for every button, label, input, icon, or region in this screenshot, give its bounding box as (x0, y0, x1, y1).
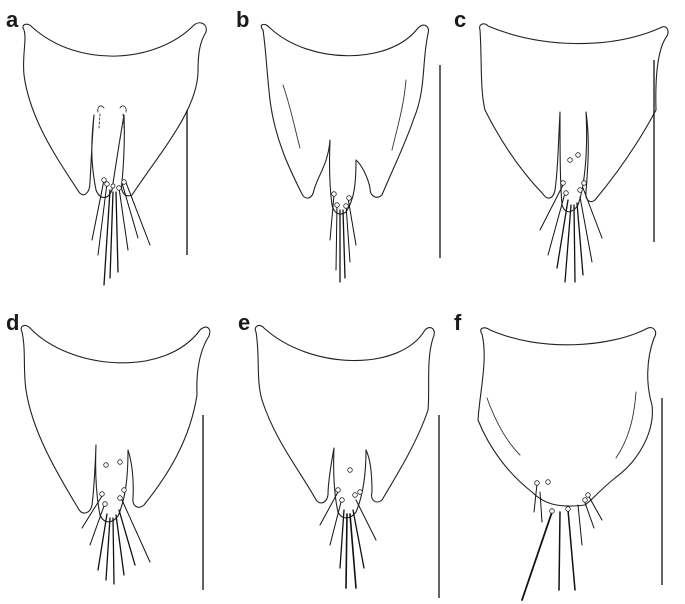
panel-label-d: d (6, 310, 19, 335)
seta-socket (104, 181, 110, 187)
inner-line-right (615, 391, 637, 459)
seta-socket (357, 489, 363, 495)
seta-socket (102, 501, 108, 507)
seta-socket (545, 479, 551, 485)
panel-a: a (6, 7, 207, 286)
seta-socket (575, 152, 581, 158)
segment-outline (254, 324, 435, 519)
segment-outline (260, 23, 429, 215)
seta-socket (343, 203, 349, 209)
segment-outline (22, 22, 207, 199)
inner-line-left (486, 397, 521, 456)
setae-group (539, 152, 603, 283)
setae-group (91, 177, 151, 286)
seta-socket (339, 497, 345, 503)
segment-outline (477, 327, 657, 507)
inner-dashed-right (122, 113, 125, 129)
inner-dashed-left (98, 113, 101, 129)
seta-socket (563, 190, 569, 196)
panel-label-c: c (454, 7, 466, 32)
panel-e: e (238, 310, 440, 598)
setae-group (319, 467, 377, 589)
seta-socket (549, 508, 555, 514)
seta-socket (582, 497, 588, 503)
seta-socket (560, 180, 566, 186)
seta-socket (567, 157, 573, 163)
seta-socket (565, 506, 571, 512)
panel-d: d (6, 310, 211, 590)
panel-f: f (454, 310, 663, 601)
panel-label-f: f (454, 310, 462, 335)
seta-socket (117, 495, 123, 501)
seta-socket (110, 183, 116, 189)
seta-socket (346, 195, 352, 201)
setae-group (329, 191, 357, 283)
panel-b: b (236, 7, 441, 283)
seta-socket (352, 492, 358, 498)
seta-socket (577, 187, 583, 193)
setae-group (521, 479, 603, 601)
seta-socket (121, 487, 127, 493)
panel-label-b: b (236, 7, 249, 32)
segment-outline (20, 324, 211, 523)
panel-c: c (454, 7, 669, 283)
seta-socket (585, 492, 591, 498)
setae-group (81, 459, 151, 585)
inner-hook-left (97, 105, 105, 113)
inner-hook-right (119, 105, 127, 113)
seta-socket (347, 467, 353, 473)
seta-socket (103, 462, 109, 468)
seta-socket (334, 202, 340, 208)
inner-line-right (391, 79, 407, 151)
seta-socket (117, 459, 123, 465)
seta-socket (534, 480, 540, 486)
seta-socket (331, 191, 337, 197)
seta-socket (101, 177, 107, 183)
panel-label-e: e (238, 310, 250, 335)
seta-socket (121, 179, 127, 185)
inner-line-left (282, 84, 301, 149)
panel-label-a: a (6, 7, 19, 32)
seta-socket (581, 180, 587, 186)
segment-outline (479, 23, 669, 213)
seta-socket (116, 185, 122, 191)
seta-socket (99, 491, 105, 497)
seta-socket (335, 487, 341, 493)
